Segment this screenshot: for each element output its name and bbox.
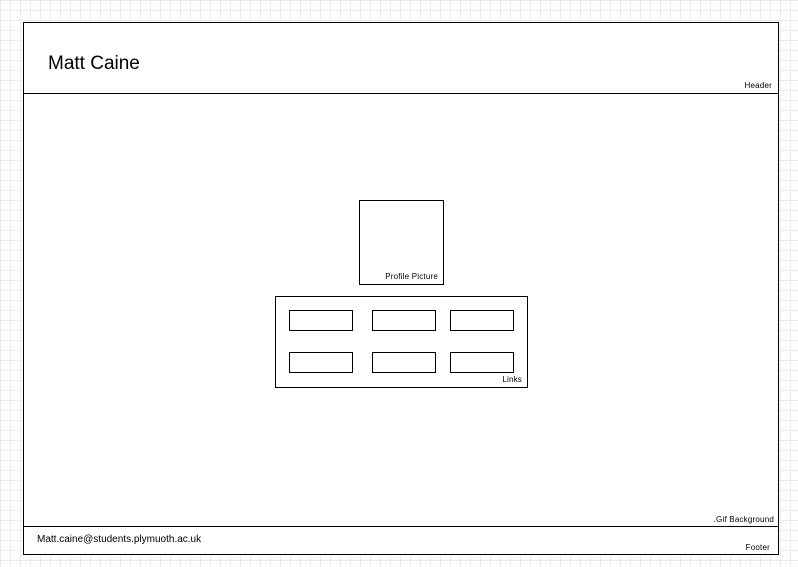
- link-placeholder[interactable]: [372, 352, 436, 373]
- profile-picture-placeholder: Profile Picture: [359, 200, 444, 285]
- link-placeholder[interactable]: [289, 352, 353, 373]
- gif-background-label: .Gif Background: [713, 515, 774, 524]
- footer-label: Footer: [745, 543, 770, 552]
- links-label: Links: [502, 375, 522, 384]
- link-placeholder[interactable]: [450, 310, 514, 331]
- link-placeholder[interactable]: [450, 352, 514, 373]
- gif-background-area: Profile Picture Links .Gif Background: [24, 94, 778, 527]
- page-wireframe: Matt Caine Header Profile Picture Links …: [23, 22, 779, 555]
- links-section: Links: [275, 296, 528, 388]
- footer-email[interactable]: Matt.caine@students.plymuoth.ac.uk: [37, 534, 202, 545]
- profile-picture-label: Profile Picture: [385, 272, 438, 281]
- header-section: Matt Caine Header: [24, 23, 778, 94]
- header-label: Header: [744, 81, 772, 90]
- site-title: Matt Caine: [48, 53, 140, 74]
- link-placeholder[interactable]: [372, 310, 436, 331]
- link-placeholder[interactable]: [289, 310, 353, 331]
- footer-section: Matt.caine@students.plymuoth.ac.uk Foote…: [24, 526, 778, 555]
